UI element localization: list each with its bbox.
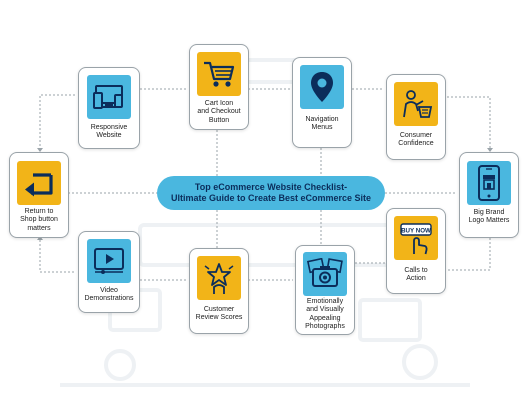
label-line: Action <box>406 275 426 283</box>
label-line: Confidence <box>398 140 434 148</box>
card-return-to-shop: Return to Shop button matters <box>9 152 69 238</box>
shopper-icon <box>394 82 438 126</box>
label-line: Logo Matters <box>468 217 510 225</box>
label-line: Appealing <box>309 314 341 322</box>
card-label: Consumer Confidence <box>389 132 443 149</box>
card-video-demonstrations: Video Demonstrations <box>78 231 140 313</box>
title-line-2: Ultimate Guide to Create Best eCommerce … <box>170 193 372 203</box>
label-line: Button <box>208 116 230 124</box>
card-label: Emotionally and Visually Appealing Photo… <box>298 298 352 332</box>
star-rating-icon <box>197 256 241 300</box>
card-calls-to-action: BUY NOW Calls to Action <box>386 208 446 294</box>
label-line: Photographs <box>305 323 345 331</box>
label-line: matters <box>27 224 51 232</box>
label-line: Customer <box>203 306 235 313</box>
label-line: and Checkout <box>197 108 241 116</box>
label-line: Website <box>96 132 122 140</box>
label-line: Menus <box>311 124 333 132</box>
card-label: Video Demonstrations <box>81 287 137 304</box>
card-customer-review-scores: Customer Review Scores <box>189 248 249 334</box>
card-label: Return to Shop button matters <box>12 208 66 233</box>
label-line: Cart Icon <box>204 100 234 107</box>
card-responsive-website: Responsive Website <box>78 67 140 149</box>
camera-photos-icon <box>303 252 347 296</box>
video-player-icon <box>87 239 131 283</box>
card-cart-checkout: Cart Icon and Checkout Button <box>189 44 249 130</box>
devices-icon <box>87 75 131 119</box>
label-line: Return to <box>24 208 54 215</box>
card-label: Calls to Action <box>389 267 443 284</box>
label-line: Big Brand <box>473 209 505 216</box>
label-line: Consumer <box>399 132 433 139</box>
mobile-store-icon <box>467 161 511 205</box>
buy-now-badge-text: BUY NOW <box>401 228 431 235</box>
card-label: Cart Icon and Checkout Button <box>192 100 246 125</box>
card-navigation-menus: Navigation Menus <box>292 57 352 148</box>
label-line: Shop button <box>20 216 58 224</box>
card-big-brand-logo: Big Brand Logo Matters <box>459 152 519 238</box>
card-label: Navigation Menus <box>295 116 349 133</box>
title-line-1: Top eCommerce Website Checklist- <box>194 182 348 192</box>
label-line: Video <box>100 287 118 294</box>
label-line: Navigation <box>305 116 339 123</box>
card-consumer-confidence: Consumer Confidence <box>386 74 446 160</box>
label-line: Responsive <box>90 124 128 131</box>
card-label: Big Brand Logo Matters <box>462 209 516 226</box>
label-line: Emotionally <box>306 298 344 305</box>
label-line: and Visually <box>306 306 344 314</box>
card-appealing-photographs: Emotionally and Visually Appealing Photo… <box>295 245 355 335</box>
card-label: Responsive Website <box>81 124 137 141</box>
label-line: Calls to <box>404 267 428 274</box>
card-label: Customer Review Scores <box>192 306 246 323</box>
label-line: Demonstrations <box>84 295 134 303</box>
location-pin-icon <box>300 65 344 109</box>
label-line: Review Scores <box>195 314 243 322</box>
shopping-cart-icon <box>197 52 241 96</box>
checklist-title: Top eCommerce Website Checklist- Ultimat… <box>157 176 385 210</box>
return-arrow-icon <box>17 161 61 205</box>
buy-now-icon: BUY NOW <box>394 216 438 260</box>
